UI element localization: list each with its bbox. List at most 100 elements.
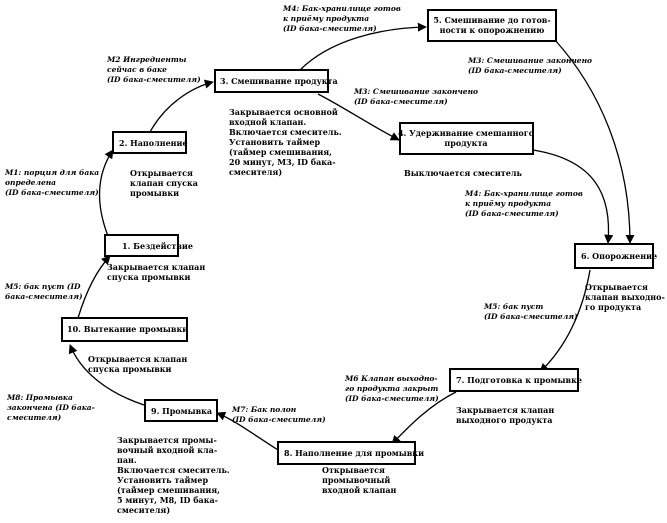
state-box-2 xyxy=(112,131,187,154)
edge-7-to-8 xyxy=(391,391,457,445)
state-10-label-line: 10. Вытекание промывки xyxy=(67,324,188,334)
action-state-9-line: Установить таймер xyxy=(117,475,208,485)
state-7-label: 7. Подготовка к промывке xyxy=(456,375,582,385)
edge-3-to-4 xyxy=(317,93,400,141)
transition-label-6-line: (ID бака-смесителя) xyxy=(465,209,559,218)
action-state-8-line: промывочный xyxy=(322,475,390,485)
state-6-label-line: 6. Опорожнение xyxy=(581,251,657,261)
action-state-9-line: смесителя) xyxy=(117,505,170,515)
action-state-9-line: Закрывается промы- xyxy=(117,435,217,445)
transition-label-7: М5: бак пуст(ID бака-смесителя) xyxy=(483,302,578,321)
action-state-2-line: клапан спуска xyxy=(130,178,198,188)
states: 1. Бездействие 2. Наполнение 3. Смешиван… xyxy=(61,9,657,465)
edge-8-to-9 xyxy=(216,411,279,451)
action-state-3-line: 20 минут, М3, ID бака- xyxy=(229,157,336,167)
action-state-3-line: входной клапан. xyxy=(229,117,306,127)
state-6-label: 6. Опорожнение xyxy=(581,251,657,261)
transition-label-10-line: закончена (ID бака- xyxy=(7,403,95,412)
transition-label-11-line: бака-смесителя) xyxy=(5,292,83,301)
edge-2-to-3 xyxy=(149,79,214,133)
action-state-2-line: промывки xyxy=(130,188,179,198)
action-state-10-line: Открывается клапан xyxy=(88,354,187,364)
action-state-1-line: спуска промывки xyxy=(107,272,191,282)
transition-label-11-line: М5: бак пуст (ID xyxy=(4,282,81,291)
state-9-label-line: 9. Промывка xyxy=(151,406,212,416)
action-state-10-line: спуска промывки xyxy=(88,364,172,374)
state-4-label-line: продукта xyxy=(444,138,487,148)
edge-3-to-5 xyxy=(299,22,427,71)
state-5-label: 5. Смешивание до готов-ности к опорожнен… xyxy=(433,15,550,35)
transition-label-9-line: (ID бака-смесителя) xyxy=(232,415,326,424)
transition-label-2-line: М2 Ингредиенты xyxy=(106,55,187,64)
state-box-1 xyxy=(104,234,179,257)
state-2-label: 2. Наполнение xyxy=(119,138,188,148)
transition-label-4-line: (ID бака-смесителя) xyxy=(354,97,448,106)
state-7-label-line: 7. Подготовка к промывке xyxy=(456,375,582,385)
transition-label-1-line: М1: порция для бака xyxy=(4,168,99,177)
action-state-3-line: Включается смеситель. xyxy=(229,127,342,137)
action-state-9-line: (таймер смешивания, xyxy=(117,485,220,495)
state-box-8 xyxy=(277,441,416,465)
transition-label-5-line: М3: Смешивание закончено xyxy=(467,56,592,65)
action-state-8-line: Открывается xyxy=(322,465,385,475)
transition-label-3-line: к приёму продукта xyxy=(283,14,369,23)
state-1-label-line: 1. Бездействие xyxy=(122,241,193,251)
transition-label-10-line: смесителя) xyxy=(7,413,62,422)
action-state-9-line: пан. xyxy=(117,455,137,465)
action-state-4: Выключается смеситель xyxy=(404,168,522,178)
transition-label-5: М3: Смешивание закончено(ID бака-смесите… xyxy=(467,56,592,75)
transition-label-1-line: определена xyxy=(5,178,56,187)
transition-label-7-line: (ID бака-смесителя) xyxy=(484,312,578,321)
action-state-3-line: (таймер смешивания, xyxy=(229,147,332,157)
state-4-label-line: 4. Удерживание смешанного xyxy=(398,128,535,138)
state-2-label-line: 2. Наполнение xyxy=(119,138,188,148)
transition-label-8-line: го продукта закрыт xyxy=(345,384,438,393)
transition-label-6-line: М4: Бак-хранилище готов xyxy=(464,189,583,198)
transition-label-7-line: М5: бак пуст xyxy=(483,302,543,311)
action-state-9-line: вочный входной кла- xyxy=(117,445,217,455)
action-state-4-line: Выключается смеситель xyxy=(404,168,522,178)
action-state-6-line: клапан выходно- xyxy=(585,292,665,302)
transition-label-8-line: (ID бака-смесителя) xyxy=(345,394,439,403)
state-9-label: 9. Промывка xyxy=(151,406,212,416)
transition-label-9: М7: Бак полон(ID бака-смесителя) xyxy=(231,405,326,424)
state-box-7 xyxy=(449,368,579,392)
action-state-2-line: Открывается xyxy=(130,168,193,178)
transition-label-8: М6 Клапан выходно-го продукта закрыт(ID … xyxy=(344,374,439,403)
state-3-label: 3. Смешивание продукта xyxy=(220,76,338,86)
transition-label-4-line: М3: Смешивание закончено xyxy=(353,87,478,96)
transition-label-1-line: (ID бака-смесителя) xyxy=(5,188,99,197)
state-1-label: 1. Бездействие xyxy=(122,241,193,251)
transition-label-5-line: (ID бака-смесителя) xyxy=(468,66,562,75)
transition-label-10-line: М8: Промывка xyxy=(6,393,73,402)
state-3-label-line: 3. Смешивание продукта xyxy=(220,76,338,86)
action-state-6-line: го продукта xyxy=(585,302,641,312)
state-box-10 xyxy=(61,317,188,342)
state-8-label: 8. Наполнение для промывки xyxy=(284,448,424,458)
state-8-label-line: 8. Наполнение для промывки xyxy=(284,448,424,458)
action-state-1-line: Закрывается клапан xyxy=(107,262,205,272)
state-10-label: 10. Вытекание промывки xyxy=(67,324,188,334)
edge-1-to-2 xyxy=(98,149,114,237)
state-box-5 xyxy=(427,9,557,42)
edge-4-to-6 xyxy=(532,149,614,244)
transition-label-3-line: М4: Бак-хранилище готов xyxy=(282,4,401,13)
action-state-7-line: Закрывается клапан xyxy=(456,405,554,415)
action-state-3-line: смесителя) xyxy=(229,167,282,177)
transition-label-2-line: (ID бака-смесителя) xyxy=(107,75,201,84)
state-5-label-line: 5. Смешивание до готов- xyxy=(433,15,550,25)
action-state-3-line: Установить таймер xyxy=(229,137,320,147)
transition-label-4: М3: Смешивание закончено(ID бака-смесите… xyxy=(353,87,478,106)
